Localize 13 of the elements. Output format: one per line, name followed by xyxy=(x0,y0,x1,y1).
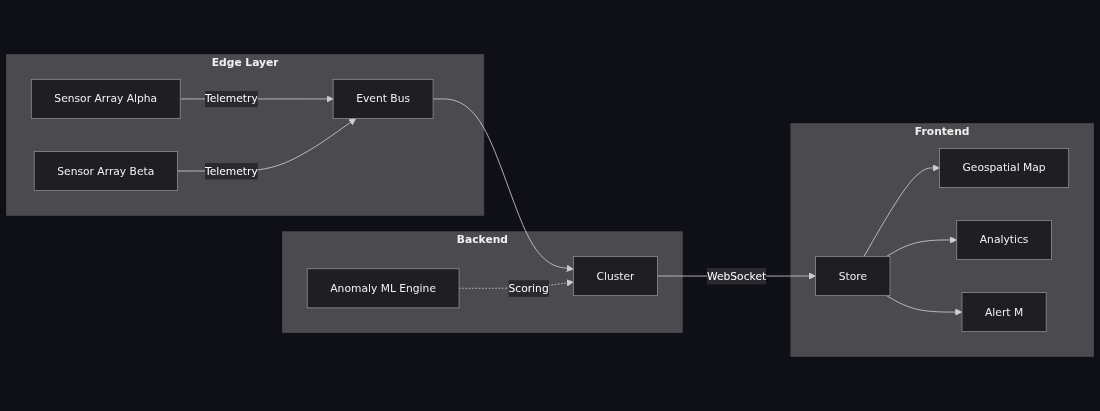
node-box: Cluster xyxy=(573,256,658,296)
node-box: Event Bus xyxy=(332,78,434,119)
node-box: Sensor Array Beta xyxy=(33,151,178,191)
node-box: Analytics xyxy=(956,220,1052,260)
edge-label: WebSocket xyxy=(706,269,767,283)
node-box: Alert M xyxy=(961,292,1047,333)
node-box: Sensor Array Alpha xyxy=(30,78,181,119)
edge-label: Scoring xyxy=(508,281,549,295)
node-box: Geospatial Map xyxy=(939,147,1070,188)
edge-label: Telemetry xyxy=(204,164,258,177)
edge-label: Telemetry xyxy=(204,92,258,105)
node-box: Anomaly ML Engine xyxy=(306,268,460,309)
node-box: Store xyxy=(815,256,891,296)
